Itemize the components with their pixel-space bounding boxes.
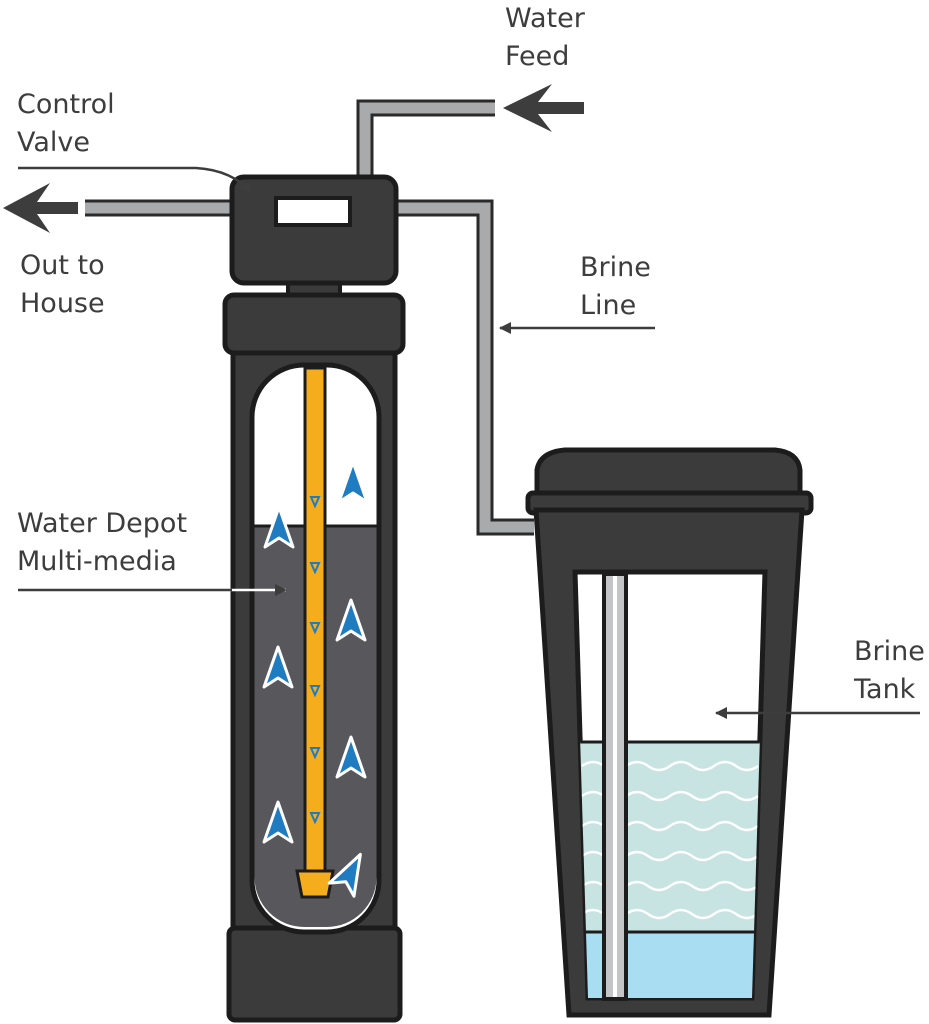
water-feed-line-2: Feed [505,41,570,72]
down-flow-arrows [309,496,321,825]
control-valve-line-2: Valve [17,127,91,158]
control-valve-line-1: Control [17,89,115,120]
control-valve [229,174,399,300]
brine-tank-line-2: Tank [854,674,916,705]
up-flow-arrows [262,460,369,898]
brine-line-pipe [393,199,534,536]
flow-arrow [335,598,367,642]
flow-arrow [262,800,294,844]
multimedia-line-2: Multi-media [17,546,177,577]
flow-arrow [262,645,294,689]
distributor-tube [303,366,327,874]
water-feed-line-1: Water [505,3,585,34]
label-pointers [18,166,920,719]
bottom-basket [295,869,335,899]
out-to-house-line-2: House [20,288,105,319]
control-valve-label: Control Valve [17,86,115,162]
brine-line-line-2: Line [580,290,637,321]
out-to-house-label: Out to House [20,247,105,323]
brine-tank [525,447,814,1018]
out-to-house-left-arrow-icon [3,183,78,233]
out-to-house-line-1: Out to [20,250,105,281]
flow-arrow [337,460,369,504]
brine-solution [575,742,765,932]
water-feed-label: Water Feed [505,0,585,76]
brine-bottom-water [575,932,765,998]
valve-display-window [274,196,352,227]
brine-line-line-1: Brine [580,252,651,283]
flow-arrow [263,505,295,549]
brine-tank-lid [534,447,803,501]
brine-tank-label: Brine Tank [854,633,925,709]
multimedia-label: Water Depot Multi-media [17,505,187,581]
flow-arrow [327,852,362,898]
mineral-tank [222,292,406,1023]
brine-line-label: Brine Line [580,249,651,325]
water-feed-pipe [356,99,495,180]
multimedia-line-1: Water Depot [17,508,188,539]
control-valve-pointer [18,166,253,194]
tank-base [226,925,403,1023]
tank-top-cap [222,292,406,356]
flow-arrow [335,735,367,779]
brine-tank-line-1: Brine [854,636,925,667]
water-feed-left-arrow-icon [503,84,584,132]
